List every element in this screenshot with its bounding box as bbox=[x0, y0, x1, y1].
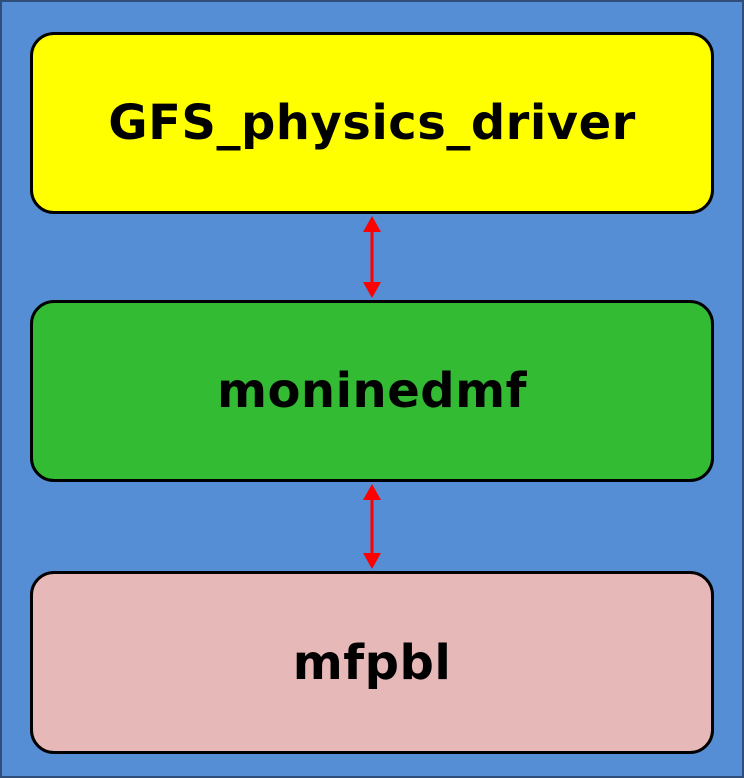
moninedmf-box: moninedmf bbox=[30, 300, 714, 482]
mfpbl-label: mfpbl bbox=[292, 634, 452, 691]
gfs-physics-driver-box: GFS_physics_driver bbox=[30, 32, 714, 214]
double-arrow-icon bbox=[363, 484, 381, 569]
gfs-physics-driver-label: GFS_physics_driver bbox=[108, 95, 636, 151]
mfpbl-box: mfpbl bbox=[30, 571, 714, 754]
double-arrow-icon bbox=[363, 216, 381, 298]
moninedmf-label: moninedmf bbox=[216, 363, 528, 419]
